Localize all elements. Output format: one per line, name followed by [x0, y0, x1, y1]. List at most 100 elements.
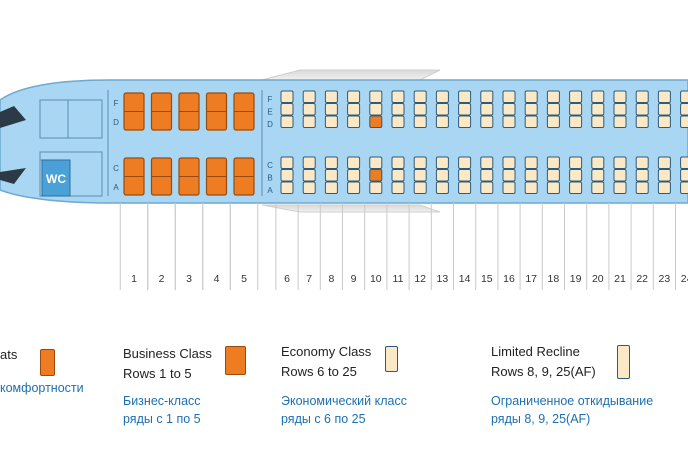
economy-seat-row-12-right-1[interactable] — [413, 90, 427, 103]
economy-seat-row-15-left-3[interactable] — [480, 181, 494, 194]
economy-seat-row-16-right-3[interactable] — [502, 115, 516, 128]
economy-seat-row-21-left-3[interactable] — [613, 181, 627, 194]
economy-seat-row-21-right-1[interactable] — [613, 90, 627, 103]
economy-seat-row-23-left-2[interactable] — [657, 169, 671, 182]
economy-seat-row-22-right-2[interactable] — [635, 103, 649, 116]
economy-seat-row-7-left-3[interactable] — [302, 181, 316, 194]
economy-seat-row-14-left-1[interactable] — [458, 156, 472, 169]
economy-seat-row-7-left-2[interactable] — [302, 169, 316, 182]
economy-seat-row-9-left-2[interactable] — [347, 169, 361, 182]
economy-seat-row-10-right-3[interactable] — [369, 115, 383, 128]
economy-seat-row-20-left-3[interactable] — [591, 181, 605, 194]
economy-seat-row-9-right-3[interactable] — [347, 115, 361, 128]
economy-seat-row-16-right-2[interactable] — [502, 103, 516, 116]
economy-seat-row-23-right-3[interactable] — [657, 115, 671, 128]
economy-seat-row-14-left-2[interactable] — [458, 169, 472, 182]
economy-seat-row-10-right-1[interactable] — [369, 90, 383, 103]
economy-seat-row-11-left-1[interactable] — [391, 156, 405, 169]
economy-seat-row-15-left-2[interactable] — [480, 169, 494, 182]
economy-seat-row-15-right-1[interactable] — [480, 90, 494, 103]
economy-seat-row-18-right-3[interactable] — [546, 115, 560, 128]
economy-seat-row-21-left-2[interactable] — [613, 169, 627, 182]
economy-seat-row-11-right-1[interactable] — [391, 90, 405, 103]
economy-seat-row-7-right-1[interactable] — [302, 90, 316, 103]
economy-seat-row-11-left-2[interactable] — [391, 169, 405, 182]
economy-seat-row-24-left-2[interactable] — [680, 169, 688, 182]
economy-seat-row-19-right-2[interactable] — [569, 103, 583, 116]
economy-seat-row-19-right-3[interactable] — [569, 115, 583, 128]
economy-seat-row-14-right-1[interactable] — [458, 90, 472, 103]
economy-seat-row-21-right-2[interactable] — [613, 103, 627, 116]
economy-seat-row-19-left-2[interactable] — [569, 169, 583, 182]
economy-seat-row-14-right-2[interactable] — [458, 103, 472, 116]
economy-seat-row-13-left-1[interactable] — [435, 156, 449, 169]
economy-seat-row-13-left-2[interactable] — [435, 169, 449, 182]
economy-seat-row-17-left-2[interactable] — [524, 169, 538, 182]
economy-seat-row-10-left-1[interactable] — [369, 156, 383, 169]
economy-seat-row-6-right-3[interactable] — [280, 115, 294, 128]
economy-seat-row-16-right-1[interactable] — [502, 90, 516, 103]
economy-seat-row-15-right-2[interactable] — [480, 103, 494, 116]
economy-seat-row-23-right-2[interactable] — [657, 103, 671, 116]
economy-seat-row-17-right-3[interactable] — [524, 115, 538, 128]
economy-seat-row-12-left-1[interactable] — [413, 156, 427, 169]
economy-seat-row-20-right-3[interactable] — [591, 115, 605, 128]
economy-seat-row-8-right-1[interactable] — [324, 90, 338, 103]
economy-seat-row-24-right-2[interactable] — [680, 103, 688, 116]
economy-seat-row-22-left-1[interactable] — [635, 156, 649, 169]
economy-seat-row-6-left-2[interactable] — [280, 169, 294, 182]
economy-seat-row-12-left-2[interactable] — [413, 169, 427, 182]
economy-seat-row-22-left-3[interactable] — [635, 181, 649, 194]
economy-seat-row-23-left-1[interactable] — [657, 156, 671, 169]
economy-seat-row-18-right-2[interactable] — [546, 103, 560, 116]
economy-seat-row-14-right-3[interactable] — [458, 115, 472, 128]
economy-seat-row-24-left-3[interactable] — [680, 181, 688, 194]
economy-seat-row-11-right-3[interactable] — [391, 115, 405, 128]
economy-seat-row-9-left-1[interactable] — [347, 156, 361, 169]
economy-seat-row-22-right-3[interactable] — [635, 115, 649, 128]
economy-seat-row-23-left-3[interactable] — [657, 181, 671, 194]
economy-seat-row-12-left-3[interactable] — [413, 181, 427, 194]
economy-seat-row-13-right-1[interactable] — [435, 90, 449, 103]
economy-seat-row-22-right-1[interactable] — [635, 90, 649, 103]
economy-seat-row-7-right-2[interactable] — [302, 103, 316, 116]
economy-seat-row-20-right-2[interactable] — [591, 103, 605, 116]
economy-seat-row-20-left-2[interactable] — [591, 169, 605, 182]
economy-seat-row-10-left-2[interactable] — [369, 169, 383, 182]
economy-seat-row-20-right-1[interactable] — [591, 90, 605, 103]
economy-seat-row-14-left-3[interactable] — [458, 181, 472, 194]
economy-seat-row-11-right-2[interactable] — [391, 103, 405, 116]
economy-seat-row-6-right-2[interactable] — [280, 103, 294, 116]
economy-seat-row-17-right-2[interactable] — [524, 103, 538, 116]
economy-seat-row-19-left-3[interactable] — [569, 181, 583, 194]
economy-seat-row-13-right-2[interactable] — [435, 103, 449, 116]
economy-seat-row-18-left-3[interactable] — [546, 181, 560, 194]
economy-seat-row-13-left-3[interactable] — [435, 181, 449, 194]
economy-seat-row-6-left-1[interactable] — [280, 156, 294, 169]
economy-seat-row-12-right-2[interactable] — [413, 103, 427, 116]
economy-seat-row-8-right-2[interactable] — [324, 103, 338, 116]
economy-seat-row-8-left-2[interactable] — [324, 169, 338, 182]
economy-seat-row-17-right-1[interactable] — [524, 90, 538, 103]
economy-seat-row-9-left-3[interactable] — [347, 181, 361, 194]
economy-seat-row-7-right-3[interactable] — [302, 115, 316, 128]
economy-seat-row-8-left-3[interactable] — [324, 181, 338, 194]
economy-seat-row-17-left-3[interactable] — [524, 181, 538, 194]
economy-seat-row-16-left-3[interactable] — [502, 181, 516, 194]
economy-seat-row-10-right-2[interactable] — [369, 103, 383, 116]
economy-seat-row-21-right-3[interactable] — [613, 115, 627, 128]
economy-seat-row-11-left-3[interactable] — [391, 181, 405, 194]
economy-seat-row-24-right-1[interactable] — [680, 90, 688, 103]
economy-seat-row-6-right-1[interactable] — [280, 90, 294, 103]
economy-seat-row-10-left-3[interactable] — [369, 181, 383, 194]
economy-seat-row-18-left-1[interactable] — [546, 156, 560, 169]
economy-seat-row-18-right-1[interactable] — [546, 90, 560, 103]
economy-seat-row-6-left-3[interactable] — [280, 181, 294, 194]
economy-seat-row-19-left-1[interactable] — [569, 156, 583, 169]
economy-seat-row-15-left-1[interactable] — [480, 156, 494, 169]
economy-seat-row-18-left-2[interactable] — [546, 169, 560, 182]
economy-seat-row-22-left-2[interactable] — [635, 169, 649, 182]
economy-seat-row-8-right-3[interactable] — [324, 115, 338, 128]
economy-seat-row-20-left-1[interactable] — [591, 156, 605, 169]
economy-seat-row-9-right-2[interactable] — [347, 103, 361, 116]
